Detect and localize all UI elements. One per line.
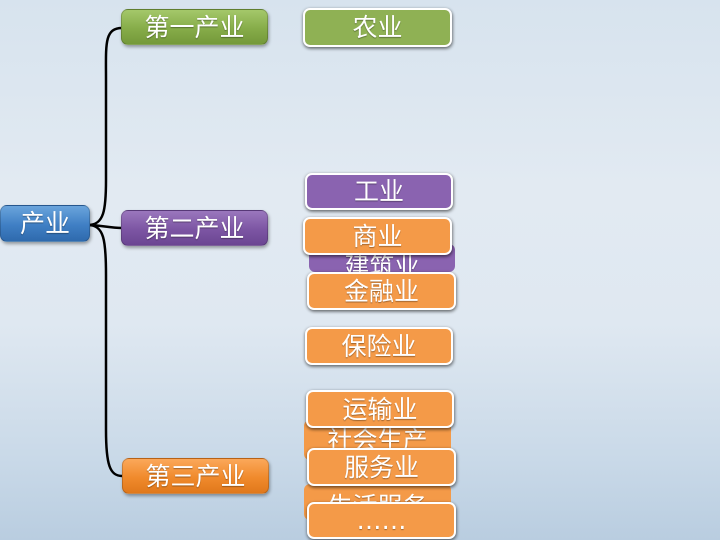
leaf-agriculture-label: 农业 (352, 13, 403, 42)
leaf-more-label: …… (356, 506, 407, 535)
category-primary-label: 第一产业 (144, 12, 245, 42)
leaf-more: …… (307, 502, 456, 539)
leaf-industry-label: 工业 (353, 177, 404, 206)
connector-branch-secondary (87, 223, 123, 230)
leaf-finance-label: 金融业 (343, 276, 419, 306)
leaf-construction-label: 建筑业 (344, 252, 420, 272)
category-primary: 第一产业 (121, 9, 268, 45)
leaf-commerce-label: 商业 (352, 221, 403, 251)
category-tertiary-label: 第三产业 (145, 461, 246, 491)
leaf-services-label: 服务业 (343, 452, 419, 482)
connector-bracket (87, 26, 123, 478)
leaf-insurance: 保险业 (305, 327, 453, 365)
root-node: 产业 (0, 205, 90, 242)
leaf-finance: 金融业 (307, 272, 456, 310)
category-tertiary: 第三产业 (122, 458, 269, 494)
category-secondary-label: 第二产业 (144, 213, 245, 243)
leaf-transport-label: 运输业 (342, 394, 418, 424)
leaf-agriculture: 农业 (303, 8, 452, 47)
leaf-insurance-label: 保险业 (341, 331, 417, 361)
leaf-commerce: 商业 (303, 217, 452, 255)
category-secondary: 第二产业 (121, 210, 268, 246)
leaf-services: 服务业 (307, 448, 456, 486)
root-node-label: 产业 (19, 209, 70, 238)
leaf-industry: 工业 (305, 173, 453, 210)
leaf-transport: 运输业 (306, 390, 454, 428)
